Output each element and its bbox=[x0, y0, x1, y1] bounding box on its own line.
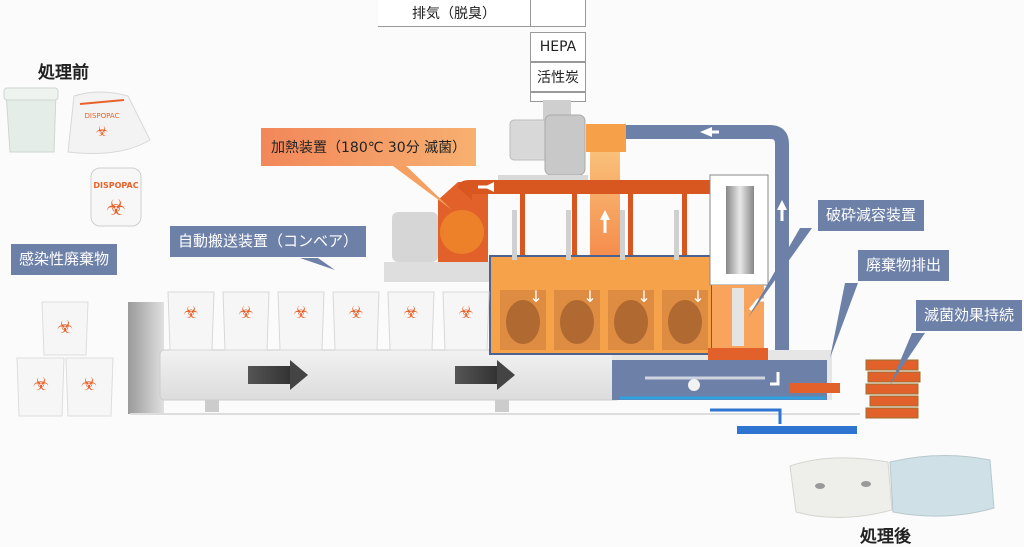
infectious-waste-callout: 感染性廃棄物 bbox=[11, 244, 118, 275]
activated-carbon-filter: 活性炭 bbox=[530, 62, 586, 92]
activated-carbon-label: 活性炭 bbox=[537, 70, 579, 86]
arrow-down-icon: ↓ bbox=[637, 287, 650, 306]
biohazard-icon: ☣ bbox=[33, 374, 49, 395]
sterile-pointer bbox=[890, 333, 925, 385]
discharge-tank bbox=[612, 360, 857, 434]
sterilization-chamber: ↓ ↓ ↓ ↓ bbox=[489, 210, 713, 355]
chamber-cell: ↓ bbox=[662, 210, 708, 350]
exhaust-fan bbox=[498, 100, 588, 187]
exhaust-label-box: 排気（脱臭） bbox=[378, 0, 531, 27]
biohazard-icon: ☣ bbox=[81, 374, 97, 395]
hepa-label: HEPA bbox=[539, 39, 577, 55]
biohazard-icon: ☣ bbox=[348, 303, 363, 323]
conveyor-arrow-icon bbox=[497, 360, 515, 390]
logo-brand-label: DISPOPAC bbox=[93, 181, 138, 190]
return-duct bbox=[625, 125, 789, 358]
conveyor-pointer bbox=[300, 258, 335, 270]
biohazard-icon: ☣ bbox=[238, 303, 253, 323]
before-container bbox=[3, 87, 59, 153]
stack-top bbox=[530, 0, 586, 27]
biohazard-icon: ☣ bbox=[183, 303, 198, 323]
dispopac-logo: DISPOPAC ☣ bbox=[90, 167, 142, 227]
bag-brand-label: DISPOPAC bbox=[85, 112, 120, 120]
conveyor-bin: ☣ bbox=[442, 291, 490, 351]
conveyor-bin: ☣ bbox=[222, 291, 270, 351]
heater-callout: 加熱装置（180℃ 30分 滅菌） bbox=[261, 128, 477, 166]
sterile-effect-callout: 滅菌効果持続 bbox=[916, 300, 1023, 331]
hepa-filter: HEPA bbox=[530, 32, 586, 62]
conveyor-callout: 自動搬送装置（コンベア） bbox=[170, 226, 367, 257]
arrow-down-icon: ↓ bbox=[529, 287, 542, 306]
biohazard-icon: ☣ bbox=[96, 124, 109, 140]
conveyor-bin: ☣ bbox=[332, 291, 380, 351]
arrow-down-icon: ↓ bbox=[691, 287, 704, 306]
exhaust-duct: 排気（脱臭） bbox=[378, 0, 630, 28]
arrow-up-icon bbox=[777, 200, 787, 210]
chamber-cell: ↓ bbox=[554, 210, 600, 350]
drain-pipe bbox=[737, 426, 857, 434]
waste-bin-stack: ☣ ☣ ☣ bbox=[16, 301, 114, 417]
after-label: 処理後 bbox=[860, 527, 911, 547]
before-label: 処理前 bbox=[38, 63, 89, 83]
heater-pointer bbox=[385, 160, 452, 210]
chamber-cell: ↓ bbox=[500, 210, 546, 350]
conveyor-arrow-icon bbox=[290, 360, 308, 390]
before-bag: DISPOPAC ☣ bbox=[67, 91, 151, 154]
biohazard-icon: ☣ bbox=[57, 317, 73, 338]
discharge-callout: 廃棄物排出 bbox=[858, 250, 950, 281]
arrow-down-icon: ↓ bbox=[583, 287, 596, 306]
crusher-unit bbox=[708, 174, 769, 370]
sterilized-blocks bbox=[865, 359, 921, 419]
chamber-cell: ↓ bbox=[608, 210, 654, 350]
biohazard-icon: ☣ bbox=[293, 303, 308, 323]
conveyor-bin: ☣ bbox=[387, 291, 435, 351]
crusher-callout: 破砕減容装置 bbox=[818, 200, 925, 231]
hot-air-riser bbox=[586, 124, 626, 262]
biohazard-icon: ☣ bbox=[458, 303, 473, 323]
arrow-right-icon bbox=[484, 182, 494, 192]
biohazard-icon: ☣ bbox=[403, 303, 418, 323]
biohazard-icon: ☣ bbox=[106, 196, 126, 221]
arrow-left-icon bbox=[700, 127, 712, 137]
conveyor-bin: ☣ bbox=[167, 291, 215, 351]
crusher-pointer bbox=[748, 228, 812, 318]
discharge-pointer bbox=[830, 283, 858, 358]
conveyor-bin: ☣ bbox=[277, 291, 325, 351]
after-blocks bbox=[789, 454, 995, 518]
exhaust-label: 排気（脱臭） bbox=[412, 6, 496, 22]
